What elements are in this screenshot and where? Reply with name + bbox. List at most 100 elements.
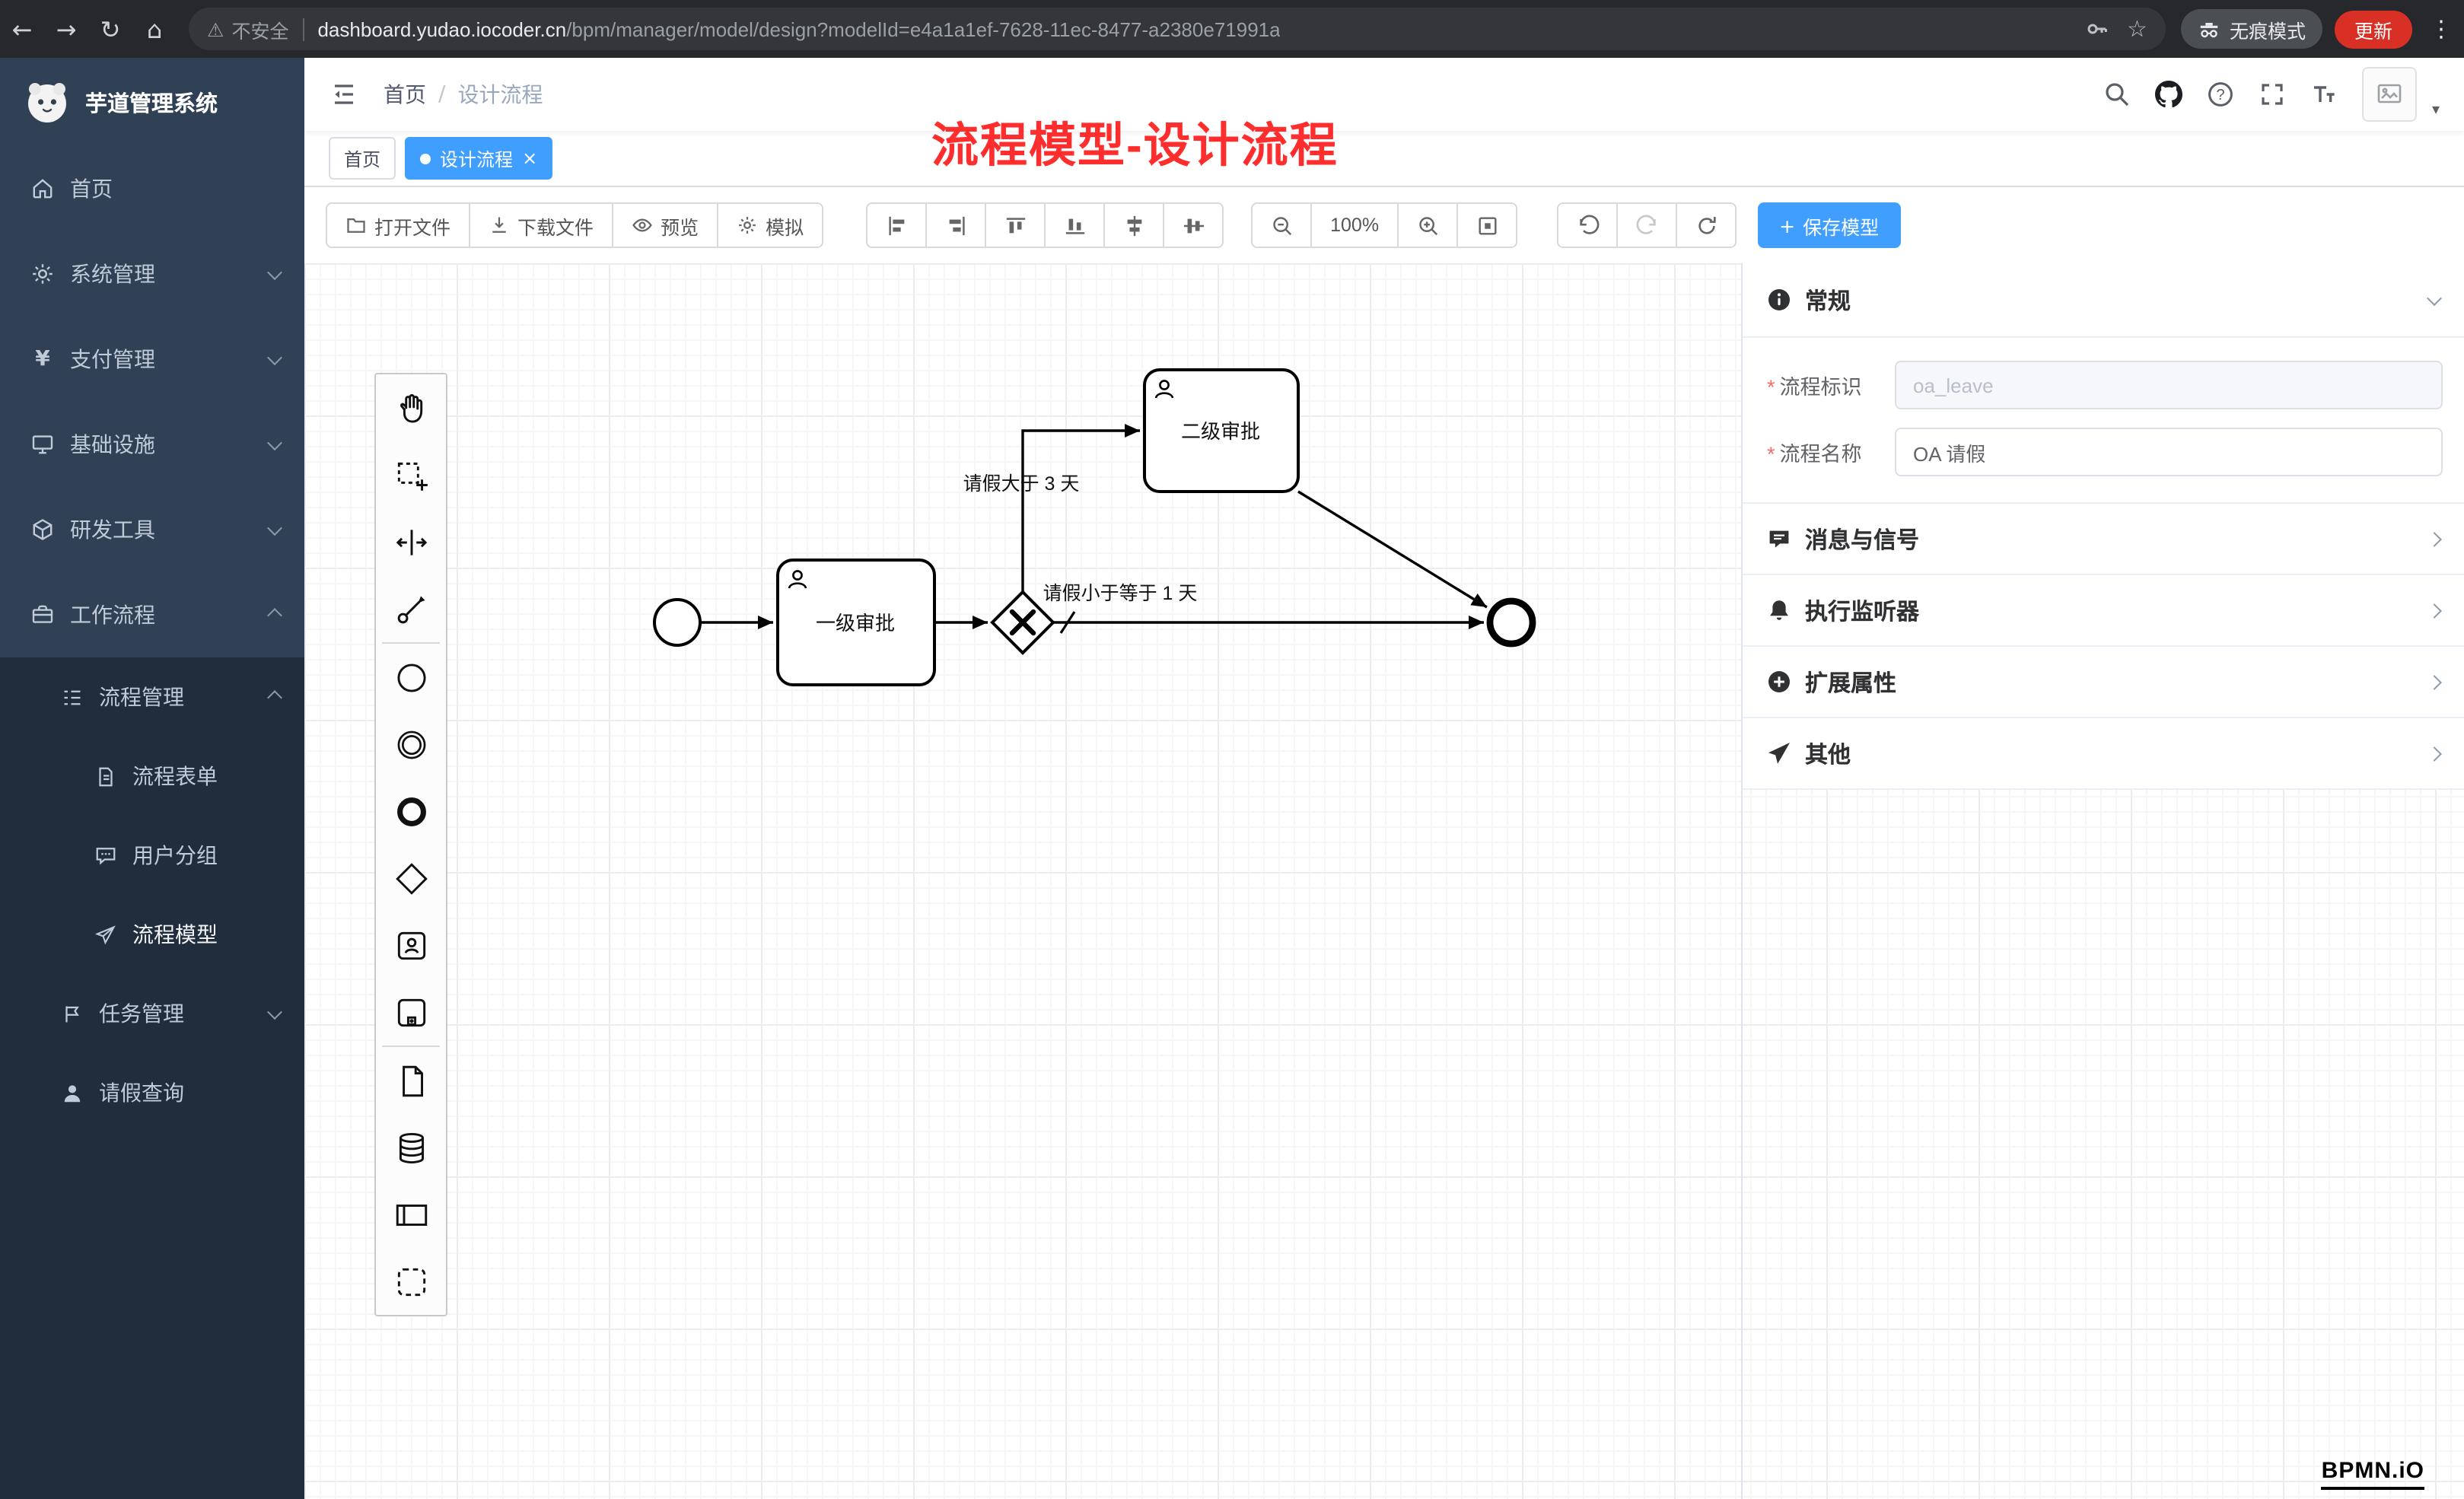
sidebar-item-system[interactable]: 系统管理 [0,231,304,317]
sidebar-item-payment[interactable]: ¥ 支付管理 [0,317,304,402]
header-help-button[interactable]: ? [2207,81,2234,108]
save-model-button[interactable]: + 保存模型 [1758,202,1901,248]
palette-lasso-tool[interactable] [376,441,446,508]
palette-start-event[interactable] [376,644,446,711]
palette-end-event[interactable] [376,778,446,845]
user-task-level2[interactable]: 二级审批 [1143,368,1300,493]
start-event[interactable] [653,598,702,647]
tab-design[interactable]: 设计流程 × [405,137,553,180]
paper-plane-icon [94,925,116,944]
palette-intermediate-event[interactable] [376,711,446,778]
browser-update-button[interactable]: 更新 [2334,10,2412,48]
panel-section-label: 执行监听器 [1805,599,1920,625]
browser-menu-icon[interactable]: ⋮ [2430,15,2453,43]
panel-section-extensions[interactable]: 扩展属性 [1743,645,2464,717]
address-bar[interactable]: ⚠ 不安全 dashboard.yudao.iocoder.cn/bpm/man… [189,8,2166,50]
flow-condition-label-lower[interactable]: 请假小于等于 1 天 [1043,583,1198,604]
download-file-button[interactable]: 下载文件 [469,202,614,248]
sidebar-item-label: 研发工具 [70,517,155,542]
flow-condition-label-upper[interactable]: 请假大于 3 天 [963,473,1080,495]
palette-group[interactable] [376,1248,446,1315]
align-center-h-button[interactable] [1103,202,1165,248]
sidebar-item-label: 请假查询 [99,1080,184,1105]
end-event[interactable] [1486,597,1536,648]
sidebar-item-label: 流程管理 [99,685,184,709]
avatar-caret-icon[interactable]: ▾ [2431,102,2440,119]
palette-gateway[interactable] [376,845,446,912]
preview-button[interactable]: 预览 [612,202,719,248]
bpmn-canvas[interactable]: 一级审批 二级审批 请假大于 3 天 [304,263,2464,1499]
gateway-icon [395,862,427,894]
process-key-input[interactable] [1895,361,2443,409]
sidebar-item-task-mgmt[interactable]: 任务管理 [0,974,304,1053]
panel-section-general[interactable]: 常规 [1743,263,2464,338]
browser-back-icon[interactable]: ← [11,14,33,43]
sidebar: 芋道管理系统 首页 系统管理 ¥ 支付管理 基础设施 研发工具 工作 [0,58,304,1499]
header-search-button[interactable] [2103,81,2131,108]
bookmark-star-icon[interactable]: ☆ [2127,15,2147,43]
palette-data-object[interactable] [376,1047,446,1114]
sidebar-item-process-model[interactable]: 流程模型 [0,895,304,974]
palette-global-connect-tool[interactable] [376,575,446,642]
close-icon[interactable]: × [522,148,538,169]
bpmn-io-logo[interactable]: BPMN.iO [2321,1459,2424,1490]
tab-home[interactable]: 首页 [329,137,396,180]
browser-home-icon[interactable]: ⌂ [146,14,163,43]
palette-data-store[interactable] [376,1114,446,1181]
sequence-flow-gateway-to-task2[interactable] [1021,424,1140,592]
sidebar-item-workflow[interactable]: 工作流程 [0,572,304,657]
exclusive-gateway[interactable] [990,590,1055,655]
panel-section-other[interactable]: 其他 [1743,717,2464,788]
designer-toolbar: 打开文件 下载文件 预览 模拟 [304,187,2464,263]
chevron-right-icon [2427,531,2442,546]
general-form: *流程标识 *流程名称 [1743,338,2464,502]
header-fullscreen-button[interactable] [2259,81,2286,108]
user-task-level1[interactable]: 一级审批 [776,559,936,686]
key-icon[interactable] [2084,17,2109,41]
sidebar-item-leave-query[interactable]: 请假查询 [0,1053,304,1132]
panel-section-listeners[interactable]: 执行监听器 [1743,574,2464,645]
security-label: 不安全 [231,21,289,42]
browser-toolbar: ← → ↻ ⌂ ⚠ 不安全 dashboard.yudao.iocoder.cn… [0,0,2464,58]
sidebar-collapse-icon[interactable] [329,79,359,110]
restart-button[interactable] [1676,202,1737,248]
palette-user-task[interactable] [376,912,446,979]
align-top-button[interactable] [985,202,1046,248]
sidebar-item-infra[interactable]: 基础设施 [0,402,304,487]
zoom-in-button[interactable] [1397,202,1459,248]
sidebar-item-process-form[interactable]: 流程表单 [0,737,304,816]
align-right-button[interactable] [925,202,987,248]
open-file-button[interactable]: 打开文件 [326,202,471,248]
palette-hand-tool[interactable] [376,374,446,441]
header-github-button[interactable] [2154,81,2182,108]
panel-section-messages[interactable]: 消息与信号 [1743,502,2464,574]
sequence-flow-gateway-to-end[interactable] [1053,611,1484,634]
align-center-v-button[interactable] [1163,202,1224,248]
security-chip[interactable]: ⚠ 不安全 [207,14,288,43]
header-fontsize-button[interactable] [2310,81,2338,108]
sidebar-item-user-group[interactable]: 用户分组 [0,816,304,895]
browser-reload-icon[interactable]: ↻ [100,14,121,43]
process-name-input[interactable] [1895,428,2443,476]
palette-space-tool[interactable] [376,508,446,575]
redo-button[interactable] [1616,202,1678,248]
app-logo-row[interactable]: 芋道管理系统 [0,58,304,146]
breadcrumb-home[interactable]: 首页 [384,82,426,107]
sidebar-item-process-mgmt[interactable]: 流程管理 [0,657,304,737]
browser-forward-icon[interactable]: → [56,14,77,43]
zoom-out-button[interactable] [1251,202,1313,248]
palette-subprocess[interactable] [376,979,446,1045]
sequence-flow-task2-to-end[interactable] [1297,490,1488,609]
undo-button[interactable] [1557,202,1619,248]
zoom-out-icon [1272,216,1291,235]
palette-separator [382,642,440,644]
avatar[interactable] [2361,67,2417,122]
sidebar-item-home[interactable]: 首页 [0,146,304,231]
align-bottom-button[interactable] [1044,202,1106,248]
align-left-button[interactable] [866,202,928,248]
palette-participant[interactable] [376,1181,446,1248]
zoom-reset-button[interactable] [1456,202,1518,248]
simulate-button[interactable]: 模拟 [717,202,824,248]
sidebar-item-devtools[interactable]: 研发工具 [0,487,304,572]
user-task-icon [396,931,425,960]
